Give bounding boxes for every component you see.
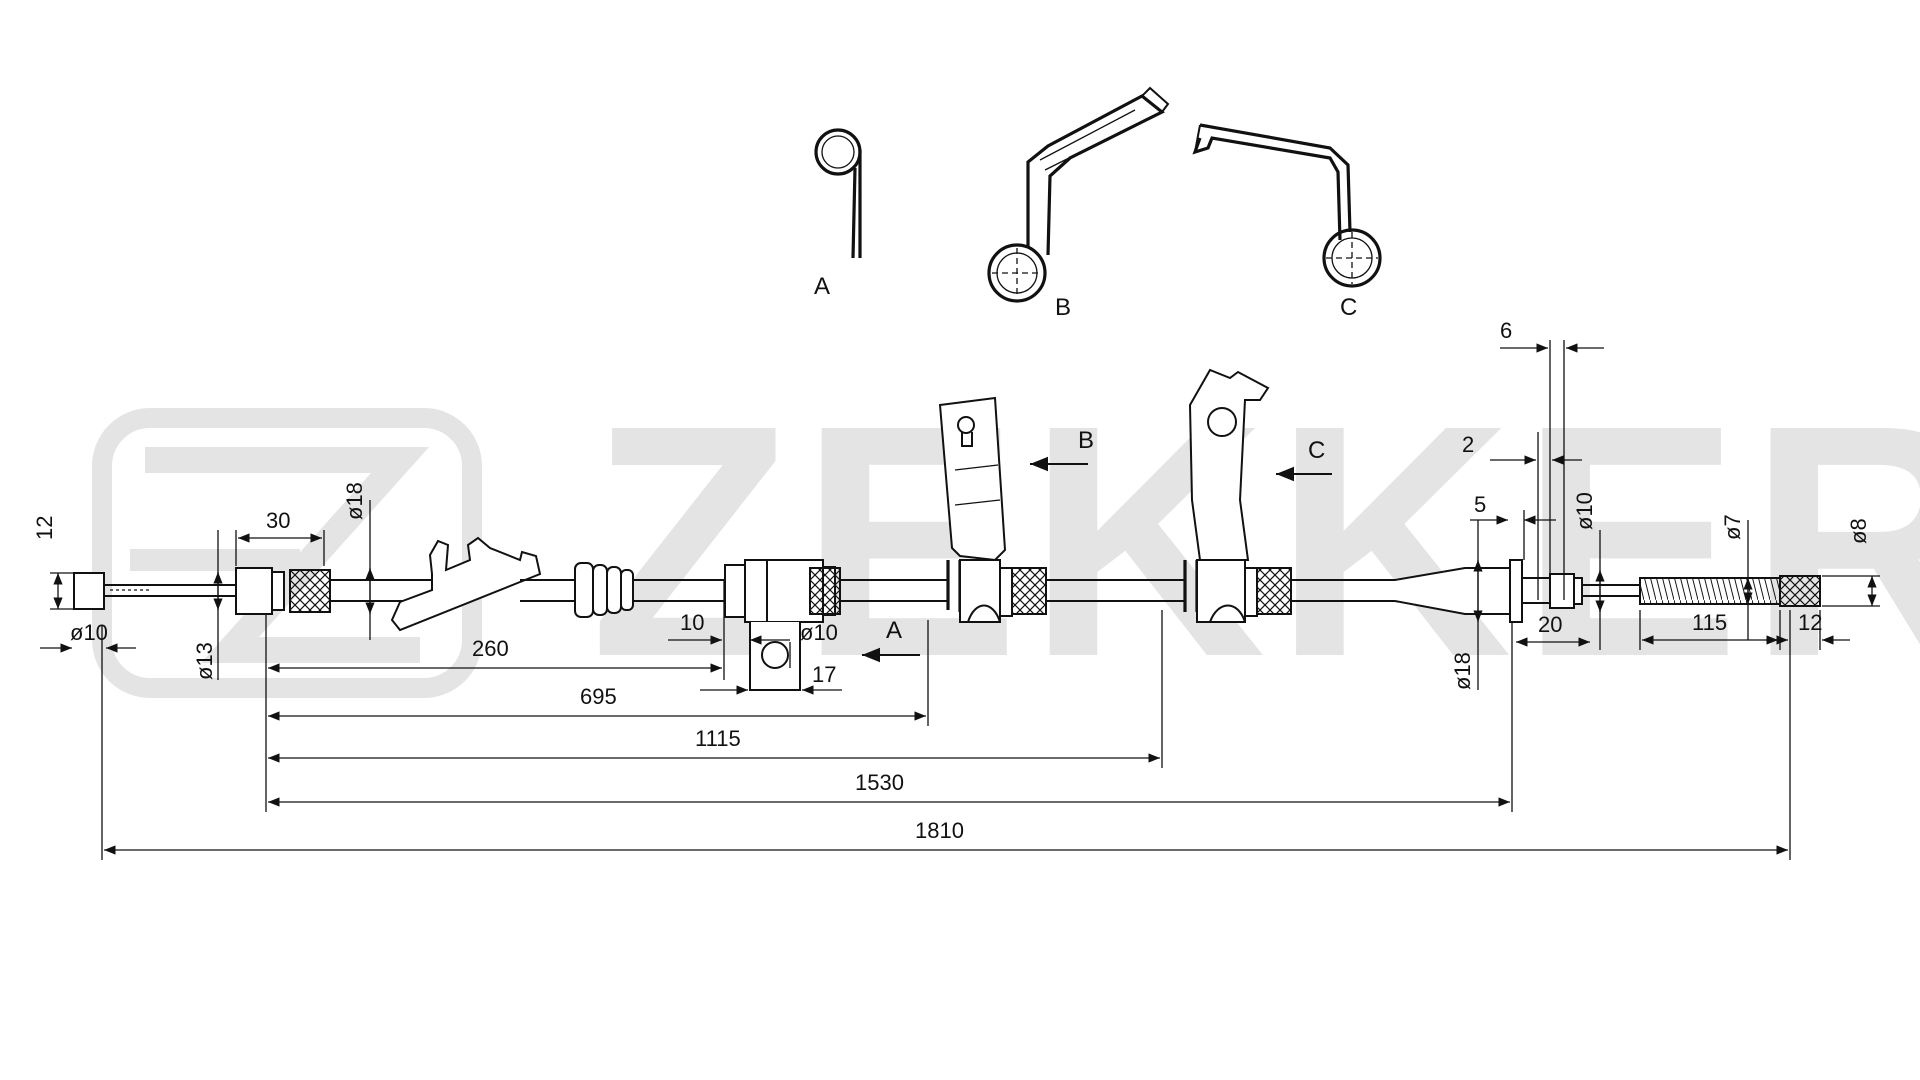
brand-logo-icon [92,408,482,698]
detail-b-label: B [1055,294,1071,321]
dim-bracket-hole-dia: ø10 [800,620,838,645]
end-tip [1779,575,1821,607]
dim-right-dia-10: ø10 [1572,492,1597,530]
watermark: ZEKKERT [92,356,1920,725]
dim-clip-b-pos: 1115 [695,726,741,751]
lever-fitting [390,536,542,632]
dim-right-len-5: 5 [1474,492,1486,517]
view-arrow-b-label: B [1078,427,1094,454]
detail-a-label: A [814,273,830,300]
dim-left-end-height: 12 [32,516,57,540]
dim-end-fitting-pos: 1530 [855,770,904,795]
detail-c-bracket: C [1192,123,1382,321]
dim-right-gap-2: 2 [1462,432,1474,457]
view-arrows: A B C [862,427,1332,663]
view-arrow-a-label: A [886,617,902,644]
sleeve [235,567,273,615]
dim-collar-dia: ø13 [192,642,217,680]
dim-right-gap-6: 6 [1500,318,1512,343]
dim-right-len-20: 20 [1538,612,1562,637]
watermark-text: ZEKKERT [590,356,1920,725]
detail-c-label: C [1340,294,1357,321]
dim-sleeve-len: 30 [266,508,290,533]
dim-spring-len: 115 [1692,610,1727,635]
dim-tip-len: 12 [1798,610,1822,635]
dim-bracket-hole-offset: 17 [812,662,836,687]
dim-spring-dia: ø7 [1720,514,1745,540]
detail-b-bracket: B [987,86,1170,321]
dim-bracket-offset: 260 [472,636,509,661]
dim-total-length: 1810 [915,818,964,843]
dim-right-dia-18: ø18 [1450,652,1475,690]
dim-tip-dia: ø8 [1846,518,1871,544]
dim-bracket-width: 10 [680,610,704,635]
detail-a-clip: A [814,128,862,300]
dim-left-end-dia: ø10 [70,620,108,645]
dim-sleeve-dia: ø18 [342,482,367,520]
main-cable [73,368,1821,691]
left-end-fitting [73,572,105,610]
coil-spring [1639,577,1781,605]
dimensions: 1810 1530 1115 695 260 30 ø18 ø13 12 ø [32,318,1880,860]
view-arrow-c-label: C [1308,437,1325,464]
dim-clip-a-pos: 695 [580,684,617,709]
